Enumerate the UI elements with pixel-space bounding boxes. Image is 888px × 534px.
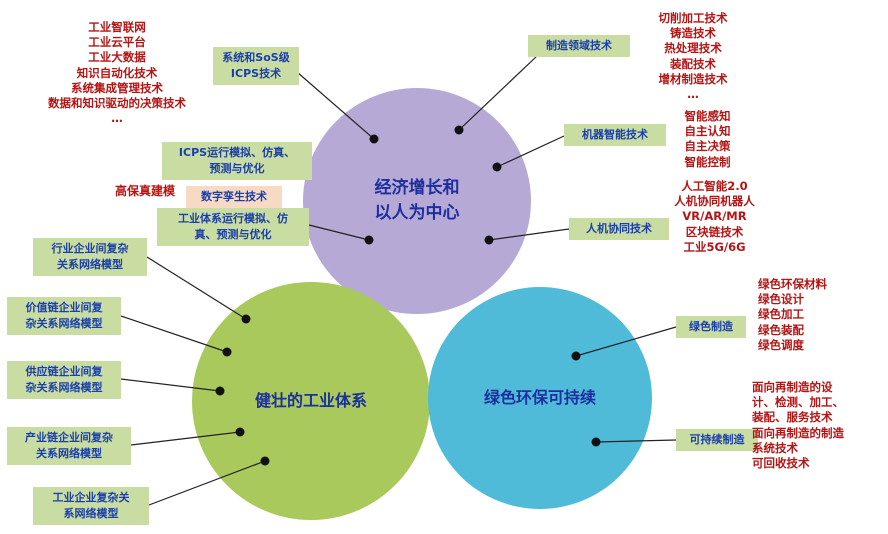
label-box-value-chain-network: 价值链企业间复 杂关系网络模型 <box>7 297 121 335</box>
connector-line <box>308 224 370 241</box>
connector-dot <box>260 456 270 466</box>
label-box-machine-intelligence: 机器智能技术 <box>564 124 666 146</box>
connector-line <box>130 431 241 446</box>
label-box-industrial-chain-network: 产业链企业间复杂 关系网络模型 <box>7 427 131 465</box>
label-box-human-machine-collab: 人机协同技术 <box>569 218 669 240</box>
connector-dot <box>369 134 379 144</box>
connector-dot <box>235 427 245 437</box>
annotation-high-fidelity-modeling: 高保真建模 <box>114 184 175 198</box>
connector-line <box>146 256 247 320</box>
connector-dot <box>492 162 502 172</box>
connector-line <box>575 326 677 357</box>
connector-line <box>496 135 565 168</box>
connector-dot <box>241 314 251 324</box>
label-box-industry-network: 行业企业间复杂 关系网络模型 <box>33 238 147 276</box>
annotation-machine-intelligence-list: 智能感知 自主认知 自主决策 智能控制 <box>684 109 731 169</box>
label-box-manufacturing-domain: 制造领域技术 <box>528 35 630 57</box>
connector-line <box>488 228 570 241</box>
connector-line <box>458 55 538 131</box>
connector-line <box>120 315 228 353</box>
label-box-enterprise-network: 工业企业复杂关 系网络模型 <box>33 487 149 525</box>
connector-line <box>296 71 375 140</box>
circle-economic-growth: 经济增长和 以人为中心 <box>303 88 531 314</box>
circle-green-sustainable: 绿色环保可持续 <box>428 287 652 509</box>
annotation-human-machine-list: 人工智能2.0 人机协同机器人 VR/AR/MR 区块链技术 工业5G/6G <box>674 179 755 254</box>
circle-robust-industrial-system: 健壮的工业体系 <box>192 282 430 520</box>
label-box-supply-chain-network: 供应链企业间复 杂关系网络模型 <box>7 361 121 399</box>
annotation-green-manufacturing-list: 绿色环保材料 绿色设计 绿色加工 绿色装配 绿色调度 <box>758 277 827 352</box>
connector-dot <box>215 386 225 396</box>
label-box-green-manufacturing: 绿色制造 <box>676 316 746 338</box>
connector-dot <box>484 235 494 245</box>
connector-dots <box>215 125 601 466</box>
annotation-industrial-internet-list: 工业智联网 工业云平台 工业大数据 知识自动化技术 系统集成管理技术 数据和知识… <box>48 20 186 126</box>
annotation-manufacturing-techniques-list: 切削加工技术 铸造技术 热处理技术 装配技术 增材制造技术 … <box>658 11 728 101</box>
connector-dot <box>454 125 464 135</box>
label-box-digital-twin: 数字孪生技术 <box>186 186 282 208</box>
connector-dot <box>571 351 581 361</box>
label-box-sos-icps: 系统和SoS级 ICPS技术 <box>213 47 299 85</box>
label-box-industry-system-simulation: 工业体系运行模拟、仿 真、预测与优化 <box>157 208 309 246</box>
connector-lines <box>120 55 677 506</box>
label-box-sustainable-manufacturing: 可持续制造 <box>676 429 758 451</box>
label-box-icps-simulation: ICPS运行模拟、仿真、 预测与优化 <box>162 142 312 180</box>
connector-line <box>148 460 266 506</box>
connector-dot <box>364 235 374 245</box>
connector-dot <box>591 437 601 447</box>
annotation-sustainable-manufacturing-list: 面向再制造的设 计、检测、加工、 装配、服务技术 面向再制造的制造 系统技术 可… <box>752 380 844 470</box>
connector-dot <box>222 347 232 357</box>
connector-line <box>120 378 221 392</box>
connector-line <box>595 439 677 443</box>
